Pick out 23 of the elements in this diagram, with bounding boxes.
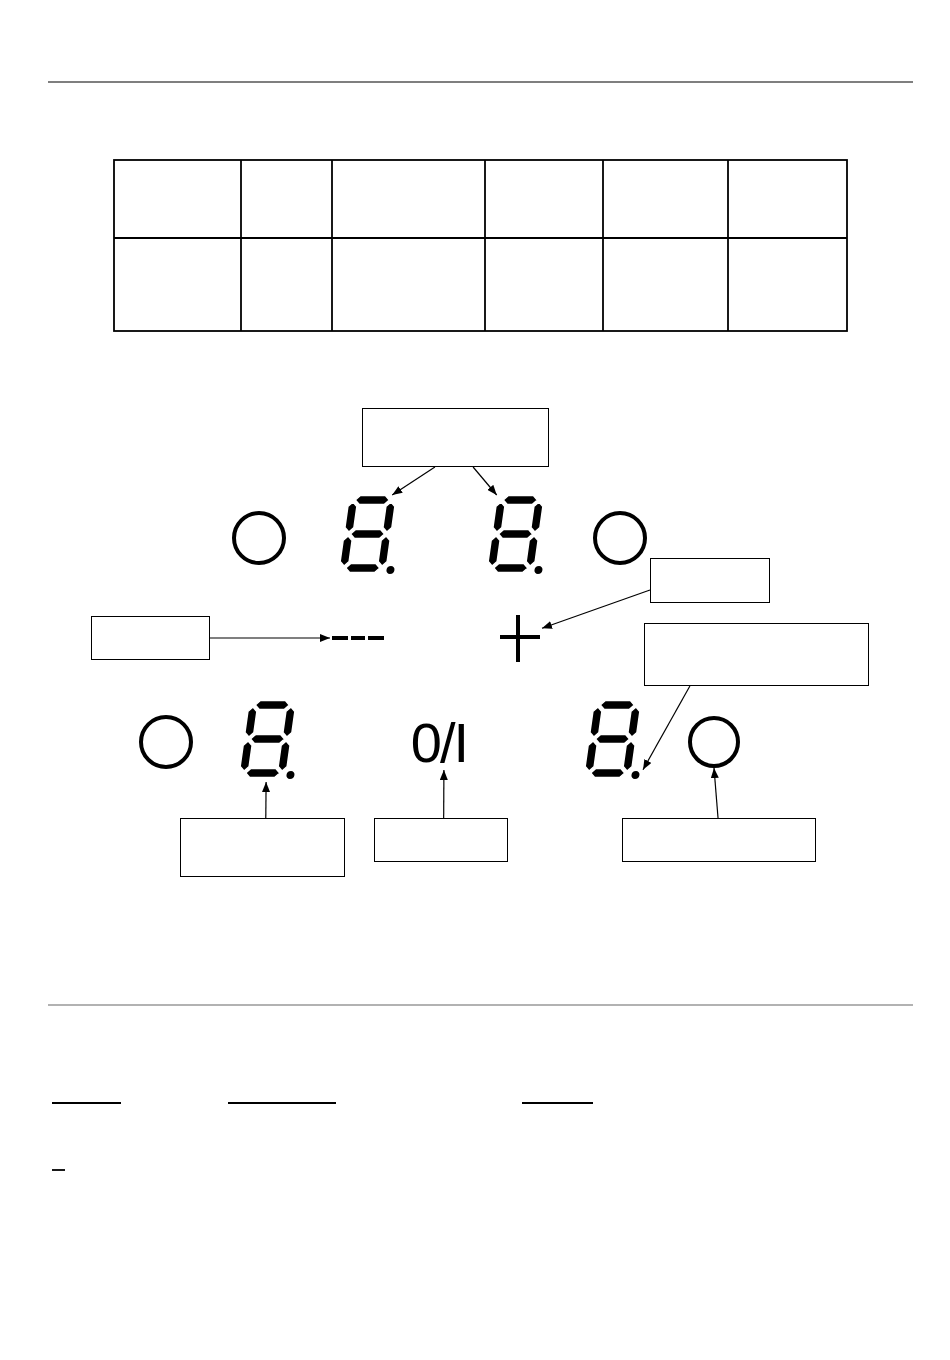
arrow xyxy=(209,634,331,642)
callout-box xyxy=(622,818,816,862)
arrow xyxy=(262,781,270,819)
minus-symbol-icon xyxy=(330,634,386,642)
seven-segment-digit-icon xyxy=(585,700,643,782)
seven-segment-digit-icon xyxy=(240,700,298,782)
seven-segment-digit-icon xyxy=(488,495,546,577)
arrow xyxy=(439,769,448,819)
arrow xyxy=(642,685,691,771)
callout-box xyxy=(650,558,770,603)
power-label: 0/I xyxy=(404,716,474,770)
plus-symbol-icon xyxy=(498,613,542,664)
arrow xyxy=(472,466,498,496)
callout-box xyxy=(374,818,508,862)
arrow xyxy=(710,767,719,819)
callout-box xyxy=(644,623,869,686)
arrow xyxy=(391,466,436,496)
button-circle-icon xyxy=(688,716,740,768)
seven-segment-digit-icon xyxy=(340,495,398,577)
arrow xyxy=(541,589,651,629)
callout-box xyxy=(362,408,549,467)
callout-box xyxy=(91,616,210,660)
callout-box xyxy=(180,818,345,877)
